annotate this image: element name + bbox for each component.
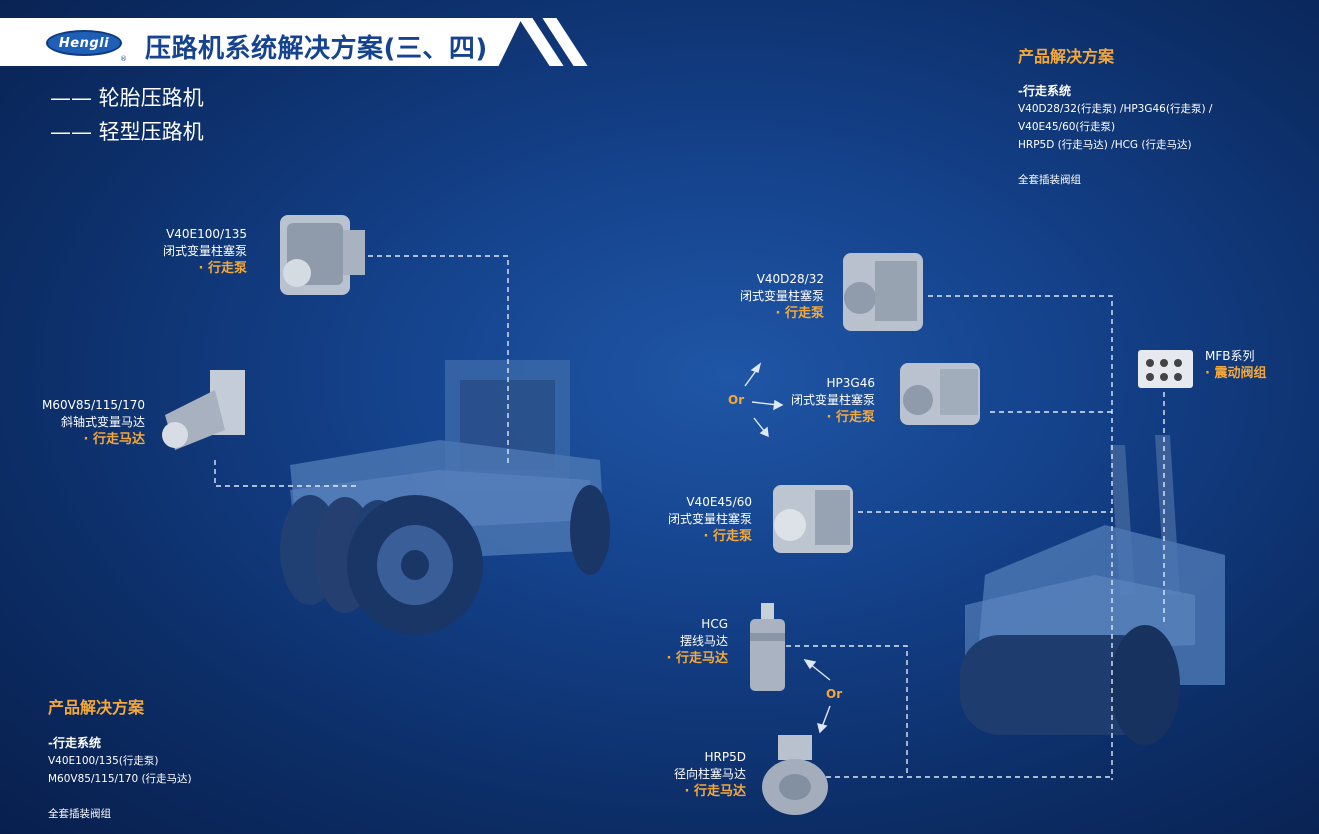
- right-solution-line: HRP5D (行走马达) /HCG (行走马达): [1018, 139, 1192, 151]
- product-label-mfb: MFB系列 · 震动阀组: [1205, 349, 1267, 381]
- subtitle-tire-roller: —— 轮胎压路机: [50, 86, 204, 110]
- product-label-m60v: M60V85/115/170 斜轴式变量马达 · 行走马达: [42, 398, 145, 447]
- left-solution-heading: 产品解决方案: [48, 698, 145, 717]
- tandem-roller-image: [960, 435, 1225, 745]
- axial-piston-pump-icon: [843, 253, 923, 331]
- hengli-logo: Hengli: [46, 30, 122, 56]
- left-solution-extra: 全套插装阀组: [48, 808, 111, 820]
- right-solution-sub: -行走系统: [1018, 84, 1071, 98]
- product-label-v40e45: V40E45/60 闭式变量柱塞泵 · 行走泵: [667, 495, 752, 544]
- left-solution-sub: -行走系统: [48, 736, 101, 750]
- or-label: Or: [826, 687, 843, 701]
- product-label-hp3g46: HP3G46 闭式变量柱塞泵 · 行走泵: [790, 376, 875, 425]
- or-label: Or: [728, 393, 745, 407]
- right-solution-heading: 产品解决方案: [1018, 47, 1115, 66]
- axial-piston-pump-icon: [773, 485, 853, 553]
- orbital-motor-icon: [750, 603, 785, 691]
- registered-mark: ®: [120, 55, 127, 63]
- product-label-hcg: HCG 摆线马达 · 行走马达: [666, 617, 728, 666]
- page-title: 压路机系统解决方案(三、四): [145, 34, 488, 64]
- product-label-hrp5d: HRP5D 径向柱塞马达 · 行走马达: [673, 750, 746, 799]
- radial-piston-motor-icon: [762, 735, 828, 815]
- axial-piston-pump-icon: [280, 215, 365, 295]
- right-solution-line: V40D28/32(行走泵) /HP3G46(行走泵) /: [1018, 103, 1213, 115]
- product-label-v40d28: V40D28/32 闭式变量柱塞泵 · 行走泵: [739, 272, 824, 321]
- subtitle-light-roller: —— 轻型压路机: [50, 120, 204, 144]
- right-solution-line: V40E45/60(行走泵): [1018, 121, 1116, 133]
- bent-axis-motor-icon: [162, 370, 245, 450]
- product-label-v40e100: V40E100/135 闭式变量柱塞泵 · 行走泵: [162, 227, 247, 276]
- tire-roller-image: [280, 360, 610, 635]
- left-solution-line: M60V85/115/170 (行走马达): [48, 773, 192, 785]
- right-solution-extra: 全套插装阀组: [1018, 174, 1081, 186]
- valve-block-icon: [1138, 350, 1193, 388]
- left-solution-line: V40E100/135(行走泵): [48, 755, 159, 767]
- axial-piston-pump-icon: [900, 363, 980, 425]
